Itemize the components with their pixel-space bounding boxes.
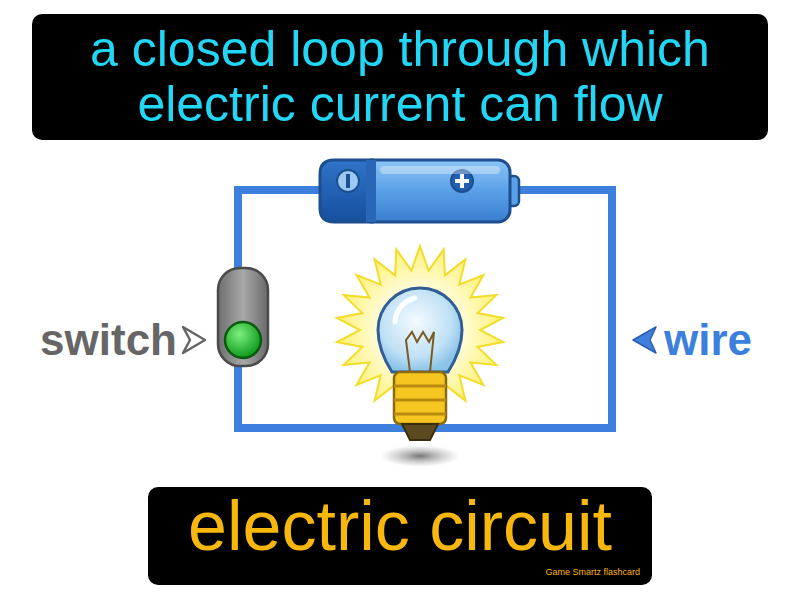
wire-loop bbox=[238, 190, 612, 428]
battery-symbol bbox=[320, 160, 519, 222]
light-bulb bbox=[337, 246, 503, 467]
wire-label: wire bbox=[664, 316, 752, 364]
caption-box: electric circuit bbox=[188, 491, 612, 561]
definition-title: a closed loop through which electric cur… bbox=[32, 18, 768, 136]
watermark: Game Smartz flashcard bbox=[545, 568, 640, 578]
caption-banner bbox=[148, 487, 652, 585]
switch-symbol bbox=[218, 268, 268, 366]
title-banner bbox=[32, 14, 768, 140]
title-box: a closed loop through which electric cur… bbox=[32, 18, 768, 136]
switch-pointer bbox=[183, 327, 205, 353]
term-caption: electric circuit bbox=[188, 491, 612, 561]
wire-pointer bbox=[633, 327, 656, 353]
switch-label: switch bbox=[40, 316, 177, 364]
